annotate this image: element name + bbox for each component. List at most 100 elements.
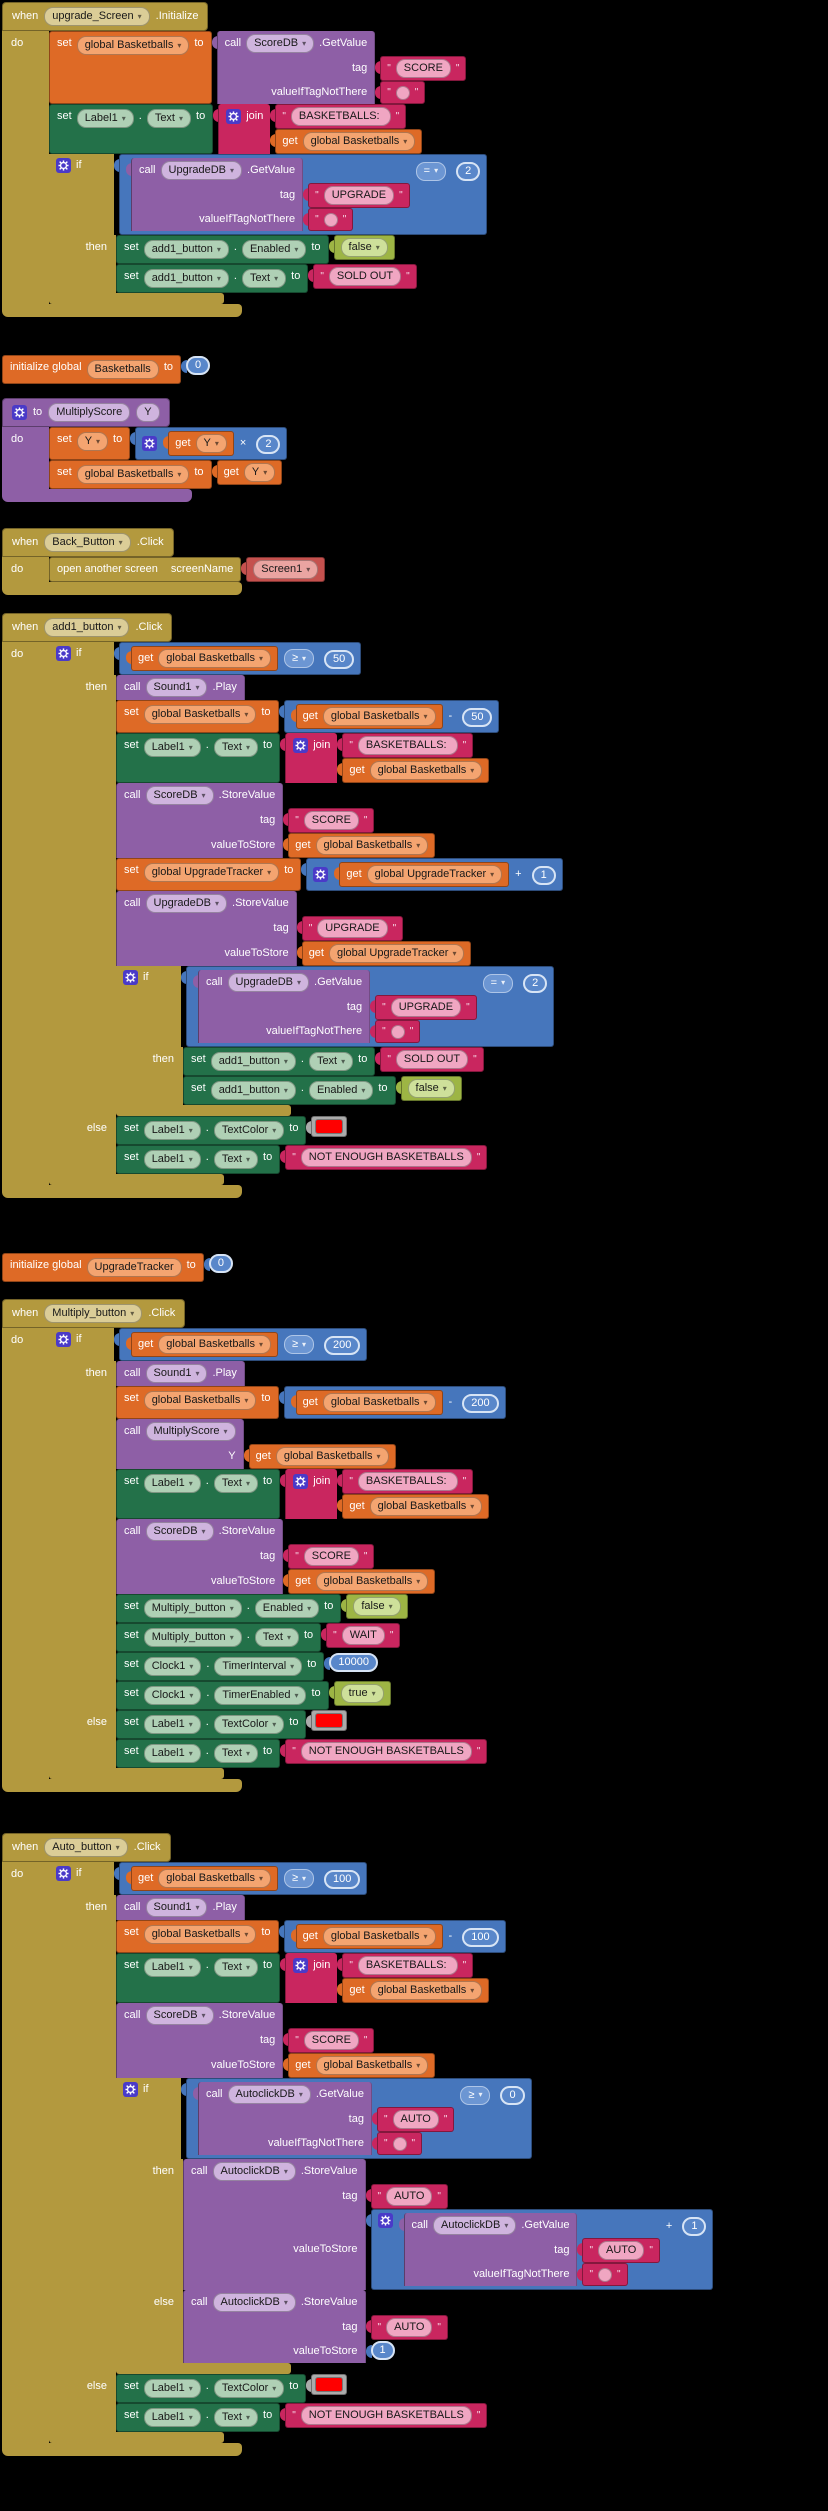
number-block[interactable]: 0 xyxy=(208,1254,233,1273)
string-literal[interactable]: AUTO xyxy=(598,2241,645,2260)
component-dropdown[interactable]: AutoclickDB▾ xyxy=(212,2293,296,2312)
string-block[interactable]: "NOT ENOUGH BASKETBALLS" xyxy=(285,1145,488,1170)
screen-dropdown[interactable]: Screen1▾ xyxy=(253,560,319,579)
string-block[interactable]: "" xyxy=(376,2132,423,2155)
component-dropdown[interactable]: Auto_button▾ xyxy=(44,1838,128,1857)
string-literal[interactable]: NOT ENOUGH BASKETBALLS xyxy=(300,2406,472,2425)
mutator-gear-icon[interactable] xyxy=(56,646,71,661)
string-block[interactable]: "SCORE" xyxy=(288,1544,375,1569)
string-literal[interactable]: SOLD OUT xyxy=(328,267,402,286)
number-block[interactable]: 2 xyxy=(523,974,548,993)
operator-dropdown[interactable]: =▾ xyxy=(482,973,514,993)
string-block[interactable]: "SCORE" xyxy=(288,2028,375,2053)
property-dropdown[interactable]: TextColor▾ xyxy=(213,1715,285,1734)
variable-dropdown[interactable]: global Basketballs▾ xyxy=(369,1981,483,2000)
component-dropdown[interactable]: UpgradeDB▾ xyxy=(227,973,310,992)
component-dropdown[interactable]: Multiply_button▾ xyxy=(44,1304,143,1323)
component-dropdown[interactable]: add1_button▾ xyxy=(210,1052,296,1071)
variable-dropdown[interactable]: global Basketballs▾ xyxy=(315,2056,429,2075)
variable-dropdown[interactable]: global Basketballs▾ xyxy=(322,707,436,726)
string-literal[interactable]: BASKETBALLS: xyxy=(357,736,458,755)
property-dropdown[interactable]: Enabled▾ xyxy=(241,240,307,259)
property-dropdown[interactable]: Text▾ xyxy=(241,269,287,288)
variable-dropdown[interactable]: Y▾ xyxy=(195,434,227,453)
component-dropdown[interactable]: ScoreDB▾ xyxy=(246,34,315,53)
component-dropdown[interactable]: Label1▾ xyxy=(143,738,201,757)
component-dropdown[interactable]: upgrade_Screen▾ xyxy=(44,7,150,26)
logic-block[interactable]: true▾ xyxy=(333,1681,391,1706)
string-block[interactable]: "UPGRADE" xyxy=(301,916,404,941)
number-block[interactable]: 50 xyxy=(324,649,355,669)
variable-dropdown[interactable]: global Basketballs▾ xyxy=(302,132,416,151)
number-block[interactable]: 1 xyxy=(370,2341,395,2360)
component-dropdown[interactable]: Sound1▾ xyxy=(145,1364,208,1383)
string-literal[interactable]: SOLD OUT xyxy=(395,1050,469,1069)
operator-dropdown[interactable]: ≥▾ xyxy=(460,2085,491,2105)
component-dropdown[interactable]: Label1▾ xyxy=(143,2379,201,2398)
procedure-name[interactable]: MultiplyScore xyxy=(48,403,131,422)
string-block[interactable]: "SOLD OUT" xyxy=(380,1047,484,1072)
mutator-gear-icon[interactable] xyxy=(56,1866,71,1881)
string-block[interactable]: "SCORE" xyxy=(380,56,467,81)
mutator-gear-icon[interactable] xyxy=(12,405,27,420)
component-dropdown[interactable]: Label1▾ xyxy=(143,1958,201,1977)
string-literal[interactable]: UPGRADE xyxy=(390,998,462,1017)
string-block[interactable]: "" xyxy=(375,1020,421,1043)
component-dropdown[interactable]: add1_button▾ xyxy=(143,269,229,288)
string-block[interactable]: "WAIT" xyxy=(326,1623,401,1648)
variable-name-field[interactable]: Basketballs xyxy=(86,360,159,379)
variable-dropdown[interactable]: global Basketballs▾ xyxy=(76,465,190,484)
component-dropdown[interactable]: ScoreDB▾ xyxy=(145,786,214,805)
parameter-name[interactable]: Y xyxy=(136,403,160,422)
property-dropdown[interactable]: Text▾ xyxy=(213,1150,259,1169)
string-literal[interactable] xyxy=(392,2136,407,2151)
string-block[interactable]: "AUTO" xyxy=(582,2238,660,2263)
component-dropdown[interactable]: Sound1▾ xyxy=(145,678,208,697)
component-dropdown[interactable]: add1_button▾ xyxy=(44,618,130,637)
variable-dropdown[interactable]: global Basketballs▾ xyxy=(369,1497,483,1516)
string-literal[interactable]: SCORE xyxy=(303,2031,359,2050)
number-block[interactable]: 0 xyxy=(186,356,211,375)
mutator-gear-icon[interactable] xyxy=(313,867,329,882)
component-dropdown[interactable]: Label1▾ xyxy=(143,2408,201,2427)
mutator-gear-icon[interactable] xyxy=(226,109,242,124)
number-block[interactable]: 100 xyxy=(324,1869,361,1889)
color-block[interactable] xyxy=(311,1116,348,1137)
string-literal[interactable]: AUTO xyxy=(392,2110,439,2129)
property-dropdown[interactable]: TimerEnabled▾ xyxy=(214,1686,307,1705)
string-literal[interactable]: UPGRADE xyxy=(317,919,388,938)
variable-dropdown[interactable]: global Basketballs▾ xyxy=(322,1927,436,1946)
